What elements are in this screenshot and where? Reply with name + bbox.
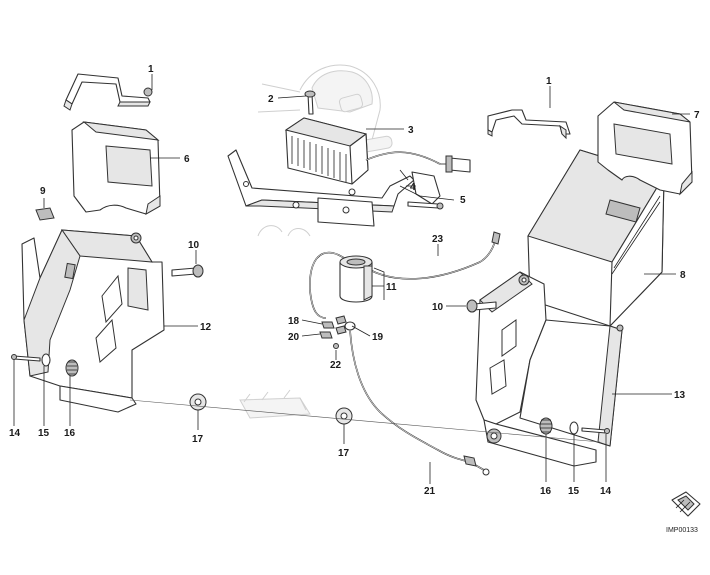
part-14-15-16-right <box>539 417 610 435</box>
part-10-bolt-left <box>171 264 204 278</box>
part-9-pad <box>35 207 55 221</box>
callout-1-left: 1 <box>148 64 154 75</box>
part-14-15-16-left <box>11 353 79 377</box>
part-10-bolt-right <box>466 299 497 313</box>
callout-17-left: 17 <box>192 434 204 445</box>
callout-4: 4 <box>410 182 416 193</box>
part-4-5-mounting-frame <box>227 149 444 227</box>
callout-15-left: 15 <box>38 428 50 439</box>
part-2-screw <box>304 90 316 115</box>
callout-5: 5 <box>460 195 466 206</box>
ghost-frame <box>239 64 393 419</box>
callout-22: 22 <box>330 360 342 371</box>
callout-14-left: 14 <box>9 428 21 439</box>
callout-8: 8 <box>680 270 686 281</box>
part-1-bracket-left <box>63 73 153 111</box>
callout-15-right: 15 <box>568 486 580 497</box>
callout-6: 6 <box>184 154 190 165</box>
callout-20: 20 <box>288 332 300 343</box>
callout-labels: 1 1 2 3 4 5 6 7 8 9 10 10 11 12 13 14 14… <box>9 64 700 534</box>
callout-14-right: 14 <box>600 486 612 497</box>
reference-code: IMP00133 <box>666 527 698 534</box>
callout-11: 11 <box>386 282 397 293</box>
callout-9: 9 <box>40 186 46 197</box>
callout-16-right: 16 <box>540 486 552 497</box>
callout-18: 18 <box>288 316 300 327</box>
part-12-battery-tray-left <box>21 228 165 413</box>
callout-21: 21 <box>424 486 436 497</box>
callout-10-right: 10 <box>432 302 444 313</box>
leader-lines <box>13 74 690 484</box>
part-23-cable-11-socket <box>309 231 501 319</box>
callout-2: 2 <box>268 94 274 105</box>
part-6-cover-left <box>71 121 161 215</box>
reference-pictogram <box>671 491 701 517</box>
callout-17-right: 17 <box>338 448 350 459</box>
callout-13: 13 <box>674 390 686 401</box>
callout-19: 19 <box>372 332 384 343</box>
part-3-regulator <box>284 117 471 185</box>
part-7-cover-right <box>597 101 693 196</box>
callout-10-left: 10 <box>188 240 200 251</box>
part-21-cable <box>349 329 490 476</box>
callout-23: 23 <box>432 234 444 245</box>
callout-3: 3 <box>408 125 414 136</box>
callout-12: 12 <box>200 322 212 333</box>
callout-1-right: 1 <box>546 76 552 87</box>
callout-7: 7 <box>694 110 700 121</box>
part-1-bracket-right <box>487 109 571 140</box>
callout-16-left: 16 <box>64 428 76 439</box>
part-8-battery <box>527 149 665 327</box>
